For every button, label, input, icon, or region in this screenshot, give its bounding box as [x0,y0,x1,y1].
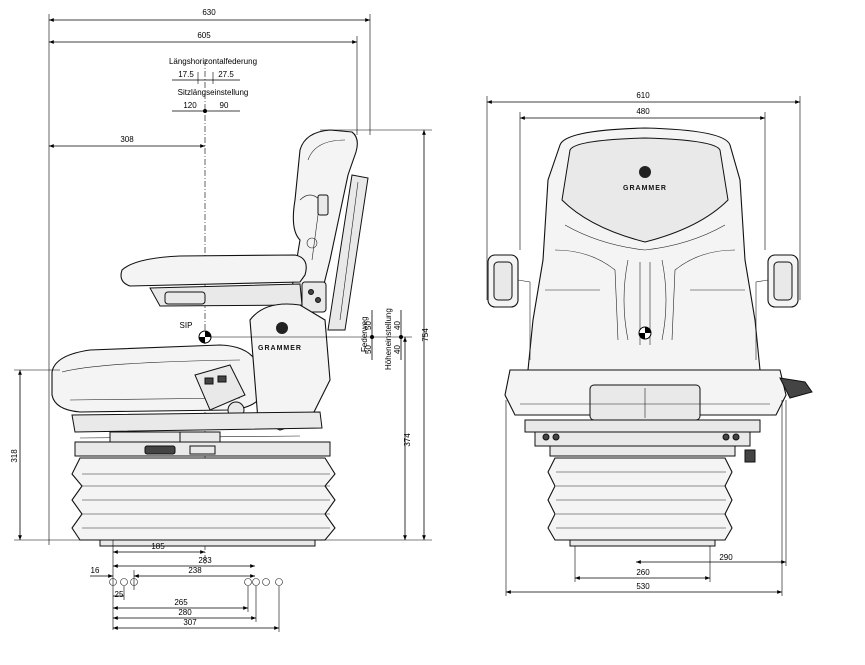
slide-rails-side [71,411,323,443]
dim-308-label: 308 [120,135,134,144]
sitzlaengseinstellung-label: Sitzlängseinstellung [178,88,249,97]
seat-cushion-front [504,369,813,421]
dim-610-label: 610 [636,91,650,100]
dim-480-label: 480 [636,107,650,116]
dim-290-label: 290 [719,553,733,562]
dim-605-label: 605 [197,31,211,40]
federweg-label: Federweg [360,316,369,352]
backrest-side [289,129,369,331]
dim-307-label: 307 [183,618,197,627]
dim-260-label: 260 [636,568,650,577]
laengshorizontalfederung-label: Längshorizontalfederung [169,57,257,66]
dim-754-label: 754 [421,328,430,342]
dim-318-label: 318 [10,449,19,463]
seat-cushion-side [51,344,263,419]
side-brand-label: GRAMMER [258,345,302,352]
side-bottom-dimensions: 185 283 238 16 25 265 280 [90,540,283,632]
dimension-630: 630 [48,8,371,545]
dim-280-label: 280 [178,608,192,617]
front-brand-label: GRAMMER [623,185,667,192]
dim-630-label: 630 [202,8,216,17]
dimension-308: 308 [49,135,205,148]
dim-530-label: 530 [636,582,650,591]
fw-bottom-label: 50 [364,345,373,354]
side-view: 630 605 Längshorizontalfederung 17.5 27.… [10,8,432,632]
dim-185-label: 185 [151,542,165,551]
lh-right-label: 27.5 [218,70,234,79]
dimension-610: 610 [486,91,801,300]
dimension-605: 605 [49,31,358,135]
sl-right-label: 90 [220,101,229,110]
dimension-480: 480 [519,107,766,250]
sip-marker: SIP [180,321,212,344]
he-bottom-label: 40 [393,345,402,354]
dim-283-label: 283 [198,556,212,565]
side-vertical-dimensions: 754 374 Federweg 50 50 Höheneinstellung … [210,129,432,541]
dim-238-label: 238 [188,566,202,575]
bellows-front [547,445,736,547]
backrest-front: GRAMMER [527,127,761,371]
fw-top-label: 50 [364,321,373,330]
front-view: 610 480 GRAMMER [486,91,813,596]
dimension-318: 318 [10,369,80,541]
lh-left-label: 17.5 [178,70,194,79]
armrests-front [487,254,799,360]
suspension-hub-side: GRAMMER [249,303,331,431]
rails-front [524,419,761,463]
sip-label: SIP [180,321,193,330]
hoeheneinstellung-label: Höheneinstellung [384,308,393,370]
sl-left-label: 120 [183,101,197,110]
armrest-side [120,254,327,313]
bellows-side [71,441,336,547]
he-top-label: 40 [393,321,402,330]
dim-16-label: 16 [91,566,100,575]
dim-25-label: 25 [115,590,124,599]
dim-265-label: 265 [174,598,188,607]
front-bottom-dimensions: 260 290 530 [505,400,787,596]
dim-374-label: 374 [403,433,412,447]
